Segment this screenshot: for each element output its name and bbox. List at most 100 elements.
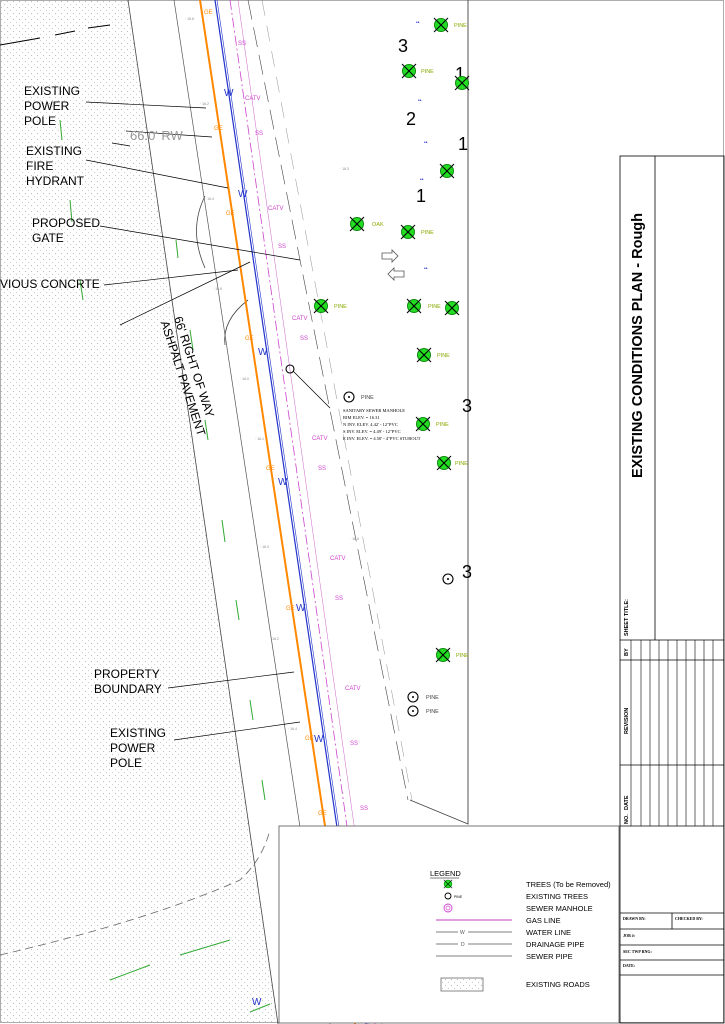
map-label: PINE <box>426 709 439 715</box>
map-label: PINE <box>334 304 347 310</box>
svg-text:· 16.5: · 16.5 <box>350 537 359 541</box>
legend-item: EXISTING ROADS <box>526 980 590 989</box>
svg-text:· 16.3: · 16.3 <box>260 545 269 549</box>
date-field-label: DATE: <box>623 963 635 968</box>
manhole-note-line: E INV. ELEV. = 4.50' - 4"PVC STUBOUT <box>343 436 421 441</box>
map-label: CATV <box>330 556 346 562</box>
sec-twp-rng-label: SEC TWP RNG: <box>623 949 652 954</box>
map-label: GE <box>214 126 223 132</box>
sewer-line <box>229 0 376 1024</box>
map-label: W <box>296 603 306 614</box>
date-label: DATE <box>624 795 630 810</box>
legend-drainage-symbol: D <box>461 942 465 948</box>
map-label: PINE <box>455 461 468 467</box>
legend-item: WATER LINE <box>526 928 571 937</box>
checked-by-label: CHECKED BY: <box>675 916 703 921</box>
manhole-note-line: SANITARY SEWER MANHOLE <box>343 408 405 413</box>
map-label: PINE <box>456 653 469 659</box>
map-label: PINE <box>421 230 434 236</box>
job-number-label: JOB #: <box>623 933 635 938</box>
map-label: SS <box>278 244 286 250</box>
trees-to-remove <box>313 17 470 663</box>
svg-text:••: •• <box>418 98 422 104</box>
area-number: 3 <box>462 396 472 416</box>
map-label: PINE <box>437 353 450 359</box>
title-block <box>619 155 725 1024</box>
map-label: W <box>278 477 288 488</box>
callout-property-boundary: PROPERTY BOUNDARY <box>94 667 162 696</box>
map-label: SS <box>360 806 368 812</box>
map-label: PINE <box>436 422 449 428</box>
map-label: GE <box>305 736 314 742</box>
road-pavement <box>0 0 278 1024</box>
svg-text:••: •• <box>424 140 428 146</box>
legend-item: DRAINAGE PIPE <box>526 940 584 949</box>
map-label: CATV <box>245 96 261 102</box>
manhole-note-line: N INV. ELEV. 4.42' - 12"PVC <box>343 422 398 427</box>
no-label: NO. <box>624 814 630 824</box>
legend-item: EXISTING TREES <box>526 892 588 901</box>
svg-text:· 16.3: · 16.3 <box>340 167 349 171</box>
legend-title: LEGEND <box>430 869 461 878</box>
map-label: PINE <box>454 895 463 899</box>
callout-proposed-gate: PROPOSED GATE <box>32 216 101 245</box>
map-label: CATV <box>292 316 308 322</box>
map-label: GE <box>226 211 235 217</box>
area-number: 3 <box>398 36 408 56</box>
manhole-note-line: RIM ELEV. = 16.31 <box>343 415 380 420</box>
legend-item: TREES (To be Removed) <box>526 880 611 889</box>
map-label: GE <box>286 606 295 612</box>
callout-pervious-concrete: VIOUS CONCRTE <box>0 277 100 291</box>
callout-power-pole-1: EXISTING POWER POLE <box>24 84 81 128</box>
map-label: OAK <box>372 222 384 228</box>
svg-text:· 16.1: · 16.1 <box>255 437 264 441</box>
map-label: PINE <box>421 69 434 75</box>
legend-item: SEWER MANHOLE <box>526 904 593 913</box>
map-label: SS <box>350 741 358 747</box>
legend-symbols <box>436 879 512 992</box>
row-label: 66.0' RW <box>130 128 184 143</box>
water-tag: W <box>224 88 234 99</box>
drawn-by-label: DRAWN BY: <box>623 916 646 921</box>
map-label: GE <box>245 336 254 342</box>
legend-item: SEWER PIPE <box>526 952 573 961</box>
area-number: 3 <box>462 562 472 582</box>
area-number: 2 <box>406 109 416 129</box>
map-label: SS <box>318 466 326 472</box>
map-label: GE <box>266 466 275 472</box>
map-label: GE <box>204 10 213 16</box>
map-label: W <box>252 997 262 1008</box>
svg-text:••: •• <box>416 20 420 26</box>
by-label: BY <box>624 648 630 656</box>
svg-text:••: •• <box>424 266 428 272</box>
map-label: CATV <box>312 436 328 442</box>
legend-item: GAS LINE <box>526 916 561 925</box>
svg-text:· 15.6: · 15.6 <box>185 17 194 21</box>
map-label: GE <box>318 811 327 817</box>
map-label: PINE <box>454 23 467 29</box>
area-number: 1 <box>455 64 465 84</box>
map-label: PINE <box>361 395 374 401</box>
sheet-title: EXISTING CONDITIONS PLAN - Rough <box>630 213 646 478</box>
map-label: SS <box>255 131 263 137</box>
svg-text:· 16.2: · 16.2 <box>270 637 279 641</box>
manhole-note-line: S INV. ELEV. = 4.49' - 12"PVC <box>343 429 401 434</box>
area-number: 1 <box>416 186 426 206</box>
revision-label: REVISION <box>624 708 630 734</box>
callout-fire-hydrant: EXISTING FIRE HYDRANT <box>26 144 85 188</box>
map-label: W <box>258 347 268 358</box>
map-label: PINE <box>428 304 441 310</box>
callout-power-pole-2: EXISTING POWER POLE <box>110 726 167 770</box>
svg-text:· 16.0: · 16.0 <box>240 377 249 381</box>
svg-text:· 16.5: · 16.5 <box>213 287 222 291</box>
map-label: W <box>238 189 248 200</box>
map-label: CATV <box>268 206 284 212</box>
map-label: CATV <box>345 686 361 692</box>
map-label: SS <box>238 41 246 47</box>
area-number: 1 <box>458 134 468 154</box>
svg-text:· 16.4: · 16.4 <box>288 727 297 731</box>
svg-text:· 16.2: · 16.2 <box>200 102 209 106</box>
map-label: SS <box>335 596 343 602</box>
svg-text:· 16.4: · 16.4 <box>205 197 214 201</box>
